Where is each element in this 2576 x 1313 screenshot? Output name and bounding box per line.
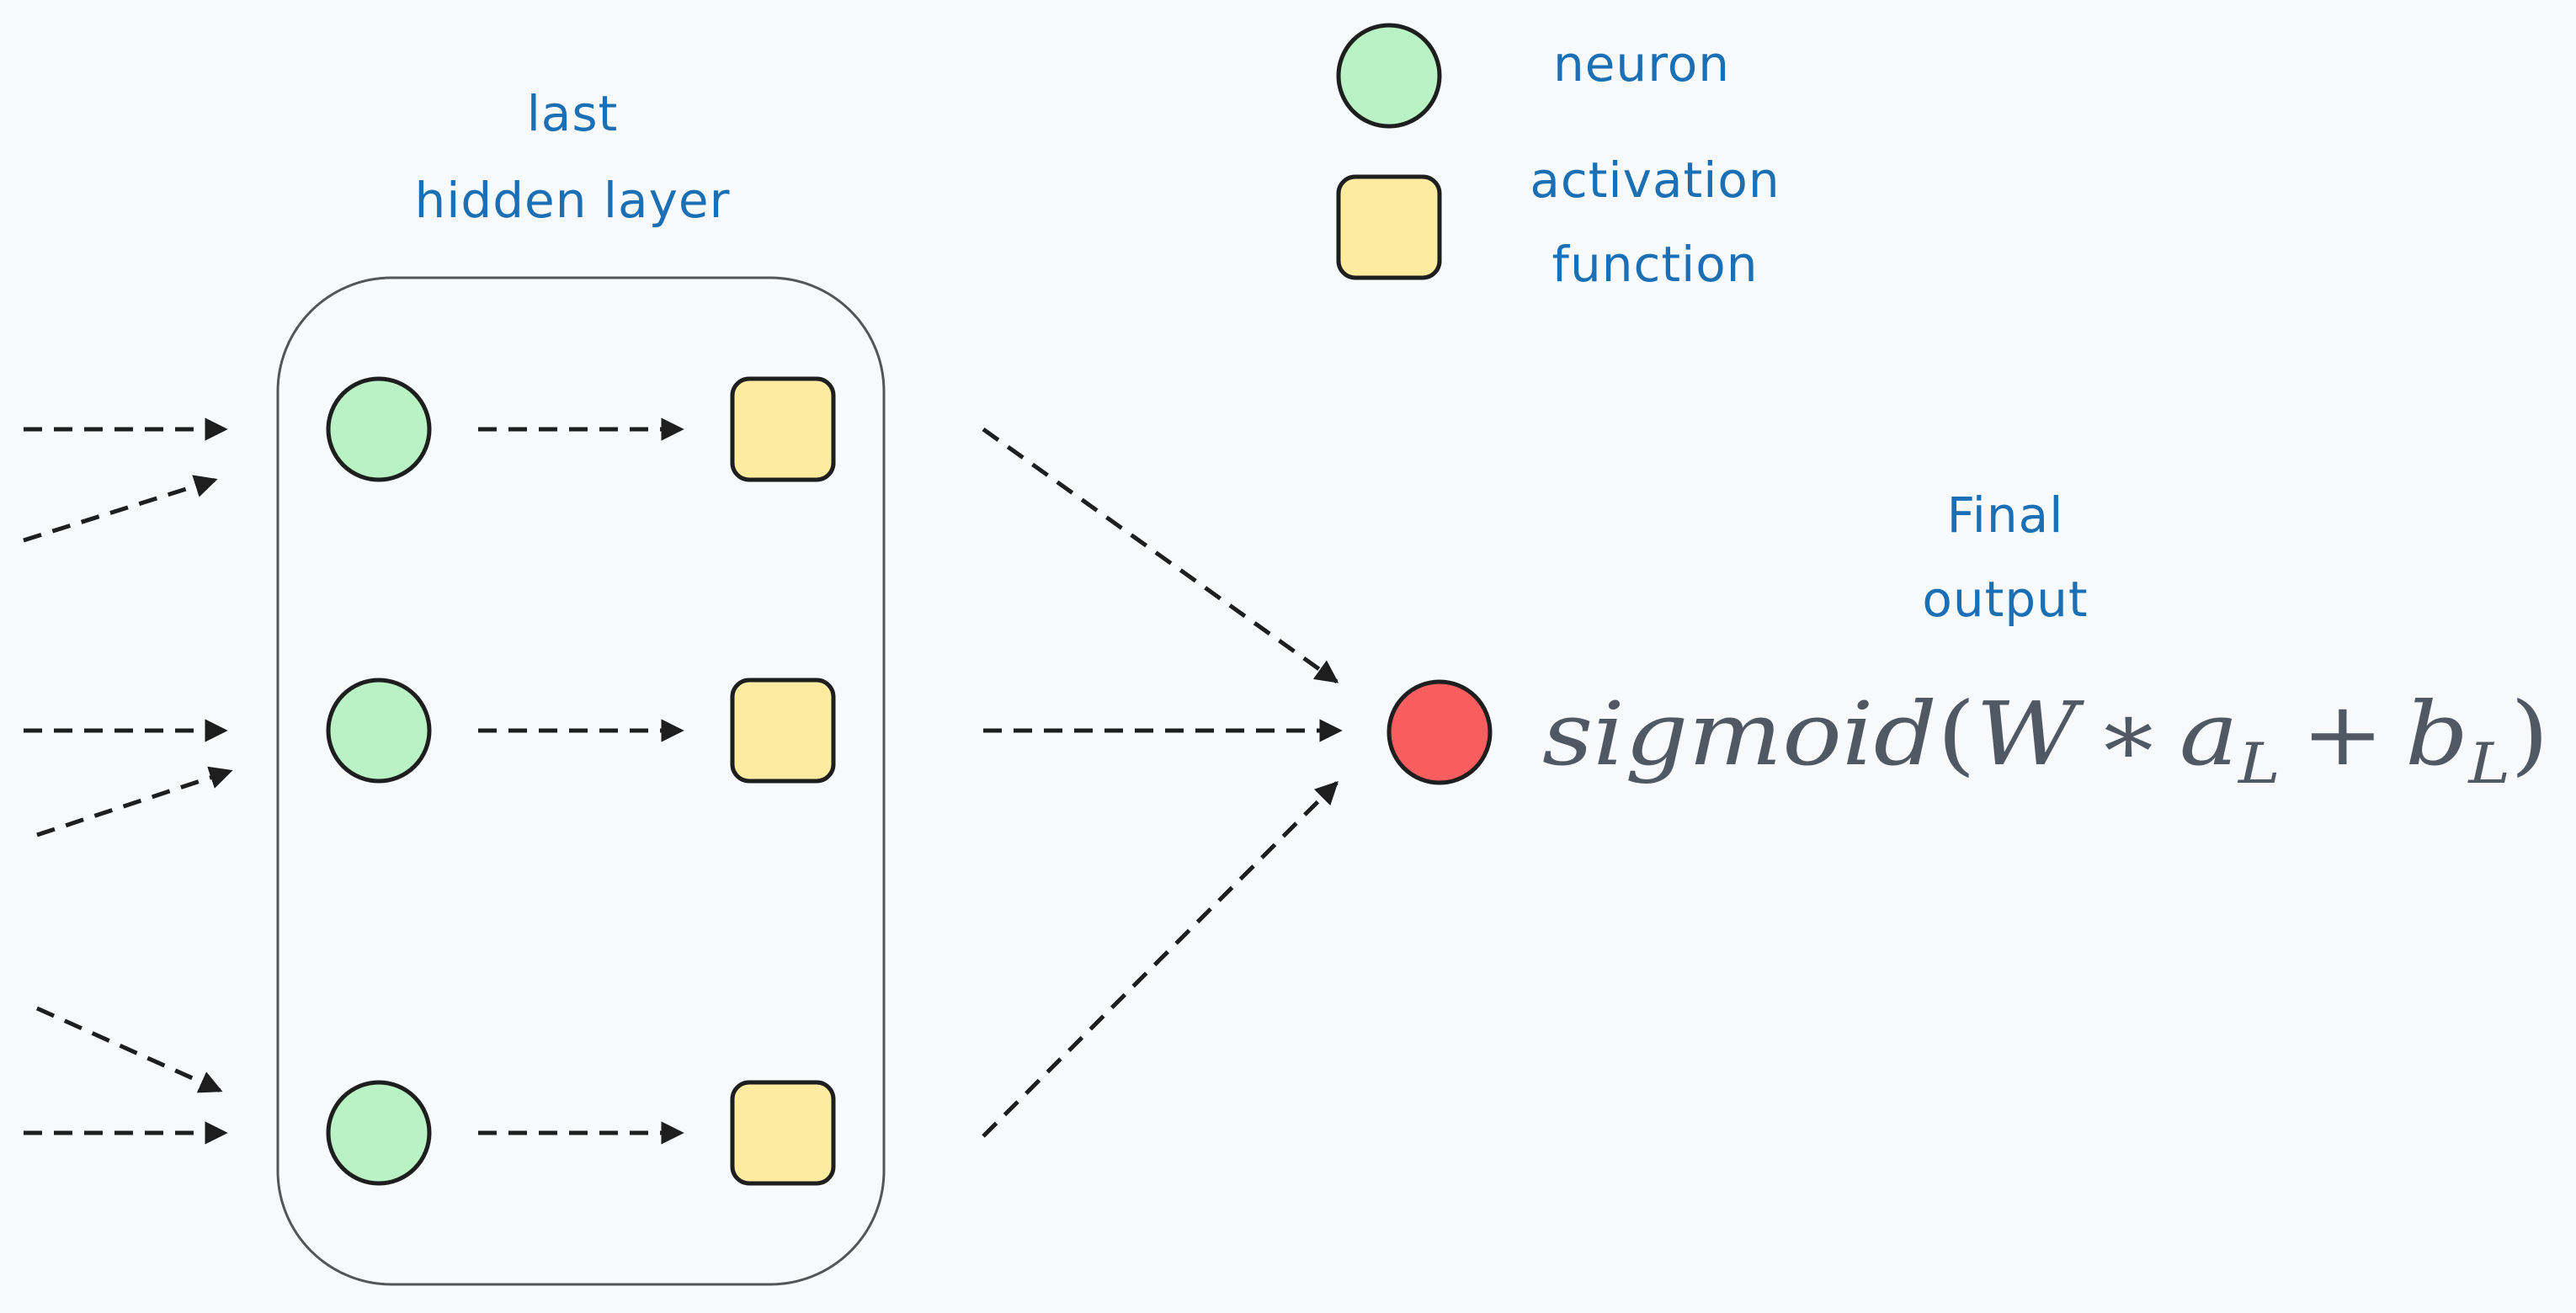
- incoming-arrow: [23, 475, 218, 543]
- hidden-layer-box: [276, 276, 886, 1286]
- internal-arrows: [478, 417, 684, 1145]
- layer-title-line1: last: [527, 85, 619, 142]
- legend-activation-label-line2: function: [1552, 236, 1759, 293]
- formula-plus: +: [2302, 683, 2385, 785]
- legend: neuron activation function: [1336, 23, 1780, 293]
- formula-func: sigmoid: [1542, 683, 1937, 785]
- layer-title-line2: hidden layer: [415, 172, 731, 229]
- output-neuron-icon: [1386, 679, 1493, 785]
- activation-function-icon: [730, 376, 836, 482]
- neuron-icon: [326, 1080, 432, 1186]
- formula-activation-subscript: L: [2238, 731, 2281, 796]
- incoming-arrow: [36, 766, 233, 837]
- activation-function-icon: [730, 678, 836, 784]
- neuron-icon: [326, 376, 432, 482]
- legend-neuron-label: neuron: [1553, 35, 1730, 93]
- legend-activation-label-line1: activation: [1530, 152, 1780, 209]
- activations: [730, 376, 836, 1186]
- formula-weight: W: [1976, 683, 2084, 785]
- incoming-arrow: [35, 1006, 223, 1093]
- formula-bias: b: [2405, 683, 2468, 785]
- formula-activation: a: [2179, 683, 2238, 785]
- output-title-line2: output: [1922, 571, 2088, 628]
- legend-activation-icon: [1336, 174, 1442, 280]
- outgoing-arrows: [982, 427, 1343, 1138]
- incoming-arrows: [23, 417, 233, 1145]
- activation-to-output-arrow: [982, 427, 1339, 684]
- legend-neuron-icon: [1336, 23, 1442, 129]
- formula-bias-subscript: L: [2467, 731, 2510, 796]
- activation-function-icon: [730, 1080, 836, 1186]
- neurons: [326, 376, 432, 1186]
- neuron-icon: [326, 678, 432, 784]
- formula-multiply: ∗: [2094, 683, 2162, 785]
- formula-open-paren: (: [1937, 683, 1976, 785]
- output-title-line1: Final: [1947, 486, 2064, 544]
- activation-to-output-arrow: [982, 781, 1339, 1138]
- formula-close-paren: ): [2510, 683, 2549, 785]
